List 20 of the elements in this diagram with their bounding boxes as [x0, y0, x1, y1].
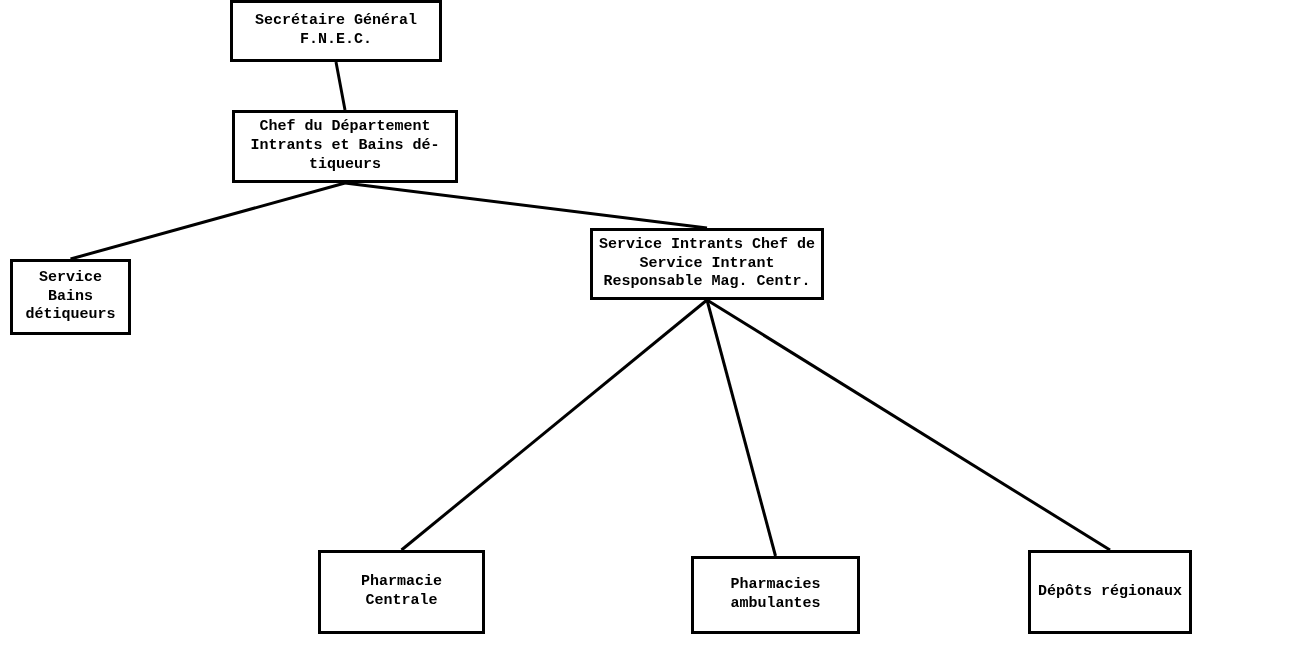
org-box: [590, 228, 824, 300]
box-label: Pharmacie Centrale: [360, 573, 443, 611]
box-label: Pharmacies ambulantes: [729, 576, 822, 614]
box-label: Dépôts régionaux: [1038, 582, 1182, 602]
box-label: Service Bains détiqueurs: [24, 268, 117, 326]
connector-line: [344, 181, 708, 230]
org-box: [230, 0, 442, 62]
org-box: [10, 259, 131, 335]
org-box: [1028, 550, 1192, 634]
org-box: [232, 110, 458, 183]
org-box: [691, 556, 860, 634]
org-box: [318, 550, 485, 634]
box-label: Service Intrants Chef de Service Intrant Responsable Mag. Centr.: [597, 235, 816, 293]
box-label: Secrétaire Général F.N.E.C.: [254, 12, 418, 50]
connector-line: [706, 298, 1111, 552]
connector-line: [70, 181, 346, 261]
connector-line: [400, 298, 708, 552]
connector-line: [705, 299, 777, 557]
box-label: Chef du Département Intrants et Bains dé- tiqueurs: [249, 118, 441, 175]
connector-line: [334, 61, 347, 111]
